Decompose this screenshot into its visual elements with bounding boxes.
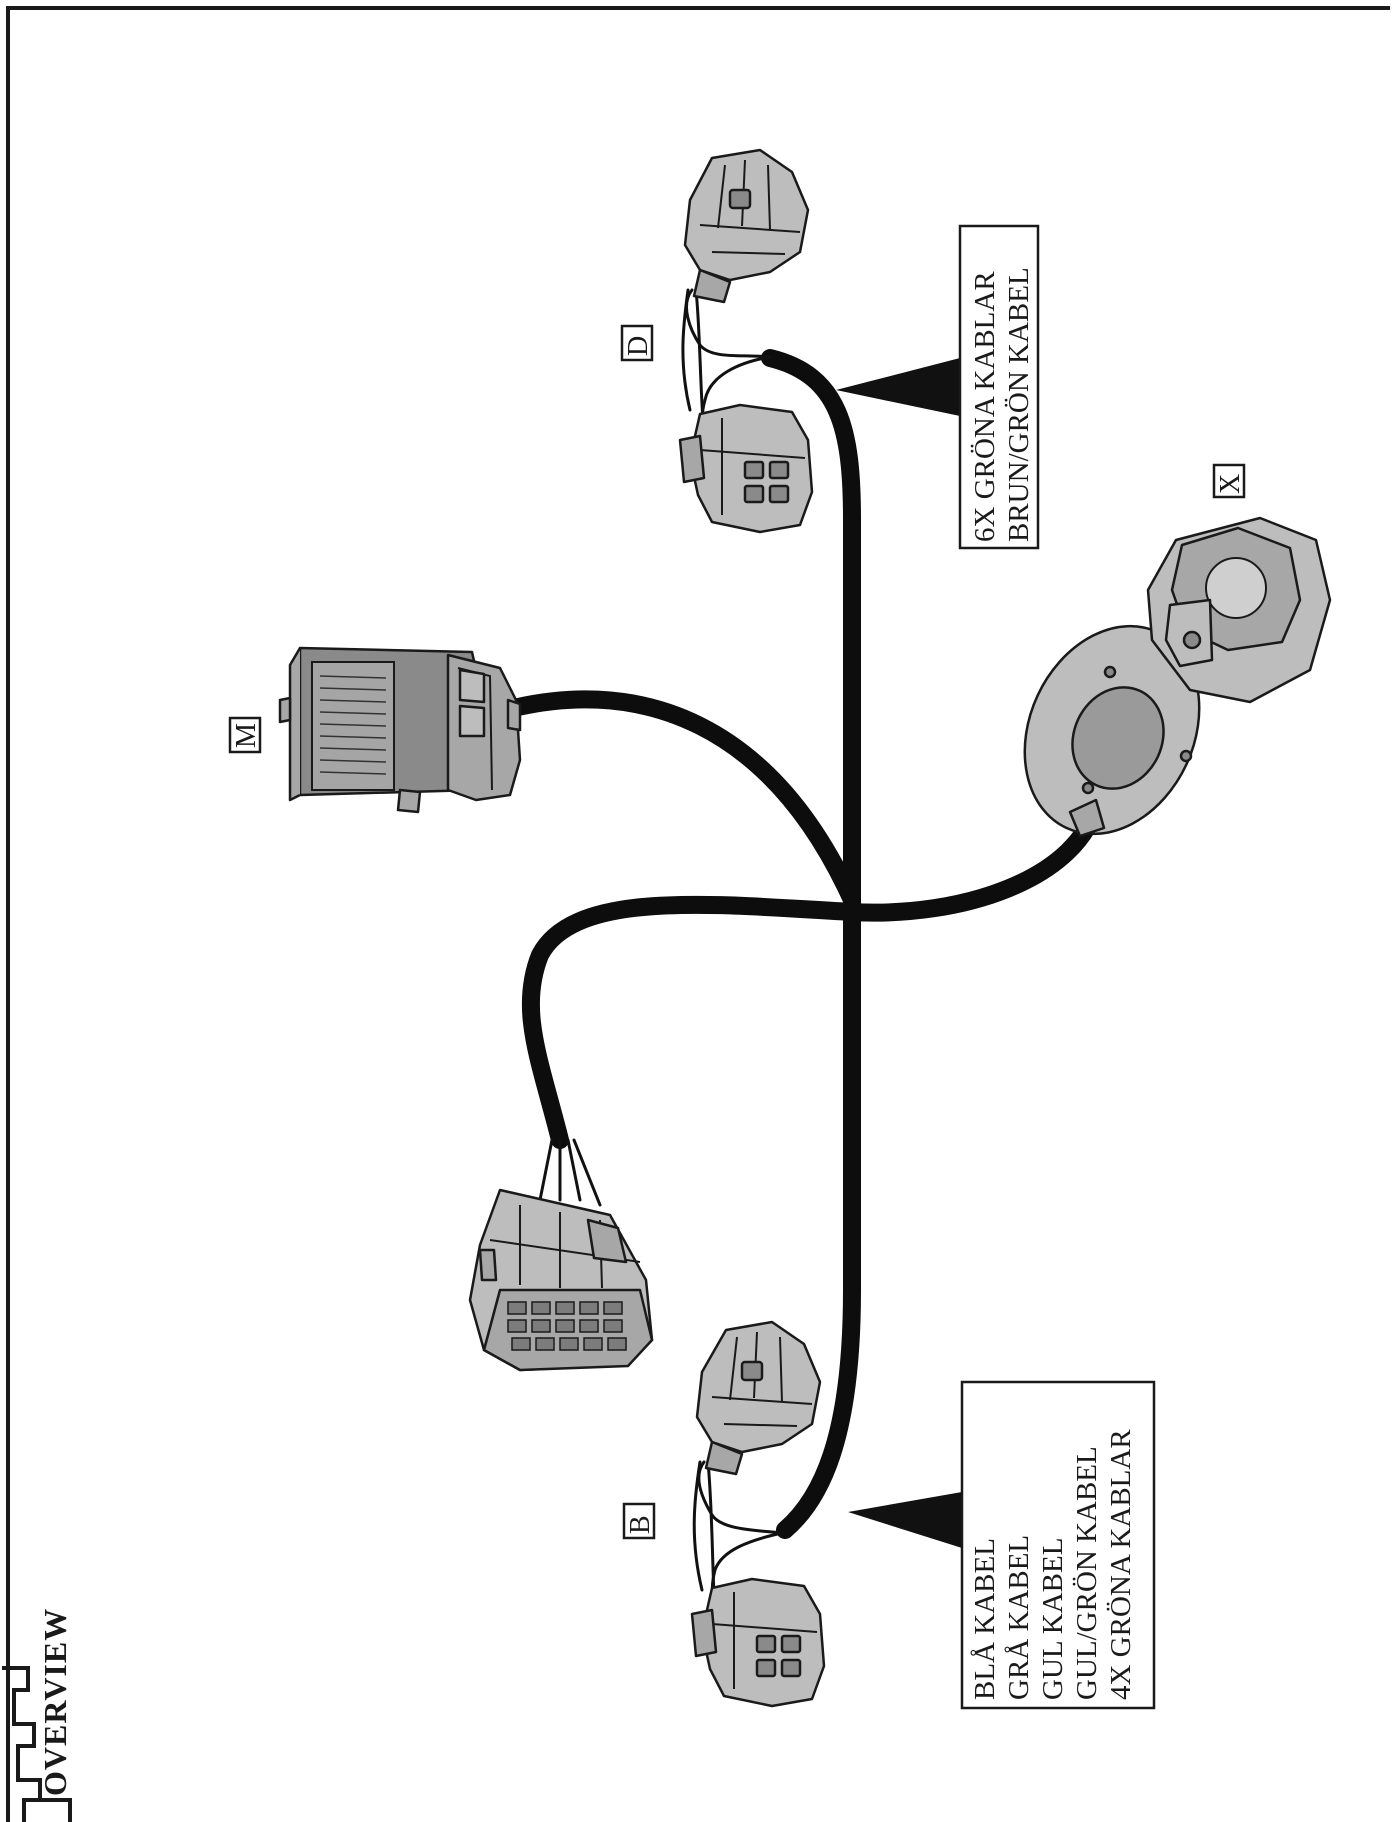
svg-text:X: X bbox=[1215, 474, 1246, 494]
mounting-plate bbox=[1023, 624, 1201, 836]
bottom-callout-pointer bbox=[848, 1492, 962, 1548]
module-branch-cable bbox=[509, 690, 861, 909]
connector-b-female bbox=[690, 1577, 826, 1708]
svg-text:M: M bbox=[231, 723, 262, 748]
bottom-callout: BLÅ KABEL GRÅ KABEL GUL KABEL GUL/GRÖN K… bbox=[960, 1380, 1156, 1710]
bottom-callout-line-1: BLÅ KABEL bbox=[969, 1538, 1001, 1700]
top-callout: 6X GRÖNA KABLAR BRUN/GRÖN KABEL bbox=[958, 224, 1040, 550]
bottom-callout-line-2: GRÅ KABEL bbox=[1003, 1535, 1035, 1700]
socket-branch-cable bbox=[521, 791, 1107, 1149]
connector-b-male bbox=[695, 1320, 822, 1476]
connector-d-female bbox=[678, 403, 814, 534]
svg-text:B: B bbox=[625, 1515, 656, 1534]
header-step-icon bbox=[2, 1666, 72, 1822]
connector-d-male bbox=[683, 148, 810, 304]
bottom-callout-line-3: GUL KABEL bbox=[1037, 1538, 1069, 1700]
label-x: X bbox=[1212, 463, 1246, 499]
bottom-callout-line-5: 4X GRÖNA KABLAR bbox=[1105, 1429, 1137, 1700]
page-border bbox=[6, 6, 1390, 1822]
section-title: OVERVIEW bbox=[37, 1608, 73, 1796]
label-m: M bbox=[228, 716, 262, 754]
wires-b bbox=[692, 1460, 784, 1612]
label-b: B bbox=[622, 1502, 656, 1540]
svg-text:D: D bbox=[623, 336, 654, 356]
socket-grommet bbox=[1068, 798, 1106, 838]
control-module-m bbox=[278, 646, 522, 814]
top-callout-line-1: 6X GRÖNA KABLAR bbox=[969, 271, 1001, 542]
main-trunk-cable bbox=[761, 349, 861, 1539]
top-callout-pointer bbox=[836, 358, 960, 416]
bottom-callout-line-4: GUL/GRÖN KABEL bbox=[1071, 1446, 1103, 1700]
multi-pin-connector bbox=[468, 1138, 654, 1372]
label-d: D bbox=[620, 324, 654, 362]
trailer-socket-x bbox=[1146, 516, 1332, 704]
top-callout-line-2: BRUN/GRÖN KABEL bbox=[1003, 267, 1035, 542]
